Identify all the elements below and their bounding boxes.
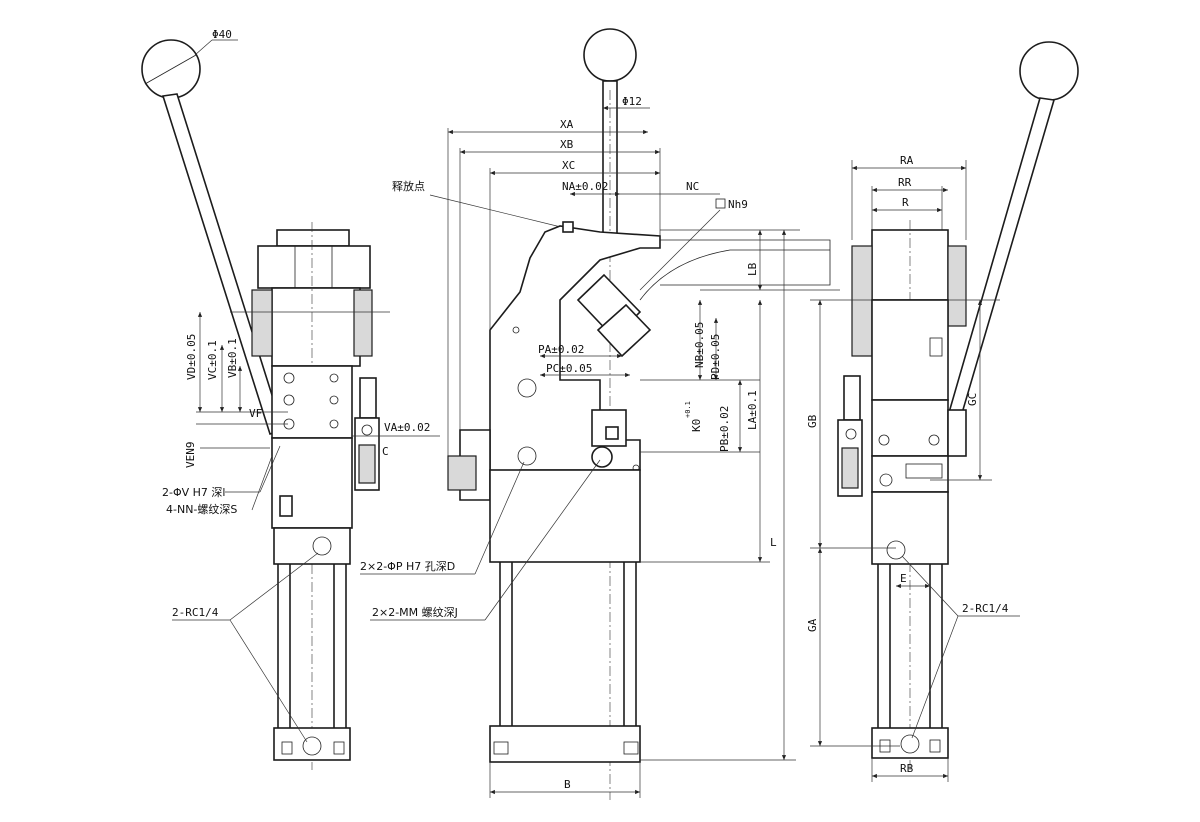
label-la: LA±0.1 [746, 390, 759, 430]
label-phi12: Φ12 [622, 95, 642, 108]
label-gb: GB [806, 414, 819, 428]
label-b: B [564, 778, 571, 791]
label-release-point: 释放点 [392, 179, 425, 193]
label-pc: PC±0.05 [546, 362, 592, 375]
right-side-view: RA RR R [806, 41, 1079, 782]
label-phiv: 2-ΦV H7 深l [162, 486, 225, 499]
label-pa: PA±0.02 [538, 343, 584, 356]
label-ra: RA [900, 154, 914, 167]
left-side-view: Φ40 [141, 28, 440, 770]
label-rc-right: 2-RC1/4 [962, 602, 1009, 615]
label-xb: XB [560, 138, 574, 151]
label-c: C [382, 445, 389, 458]
label-phip: 2×2-ΦP H7 孔深D [360, 560, 455, 573]
label-xa: XA [560, 118, 574, 131]
label-rr: RR [898, 176, 912, 189]
label-vd: VD±0.05 [185, 334, 198, 380]
center-front-view: Φ12 XA XB XC NA±0.02 NC 释放点 Nh9 [360, 28, 840, 800]
label-rc-left: 2-RC1/4 [172, 606, 219, 619]
label-nh9: Nh9 [728, 198, 748, 211]
label-vf: VF [249, 407, 262, 420]
label-nb: NB±0.05 [693, 322, 706, 368]
label-pd: PD±0.05 [709, 334, 722, 380]
label-k0-tol: +0.1 [684, 401, 692, 418]
label-na: NA±0.02 [562, 180, 608, 193]
label-ga: GA [806, 618, 819, 632]
handle-knob-right [1019, 41, 1079, 101]
label-mm: 2×2-MM 螺纹深J [372, 605, 458, 619]
label-k0: K0 [690, 419, 703, 432]
label-gc: GC [966, 393, 979, 406]
label-pb: PB±0.02 [718, 406, 731, 452]
label-nn: 4-NN-螺纹深S [166, 502, 237, 516]
label-va: VA±0.02 [384, 421, 430, 434]
label-lb: LB [746, 262, 759, 276]
label-l: L [770, 536, 777, 549]
label-ven9: VEN9 [184, 442, 197, 469]
label-vc: VC±0.1 [206, 340, 219, 380]
label-xc: XC [562, 159, 575, 172]
label-phi40: Φ40 [212, 28, 232, 41]
label-e: E [900, 572, 907, 585]
label-r: R [902, 196, 909, 209]
label-rb: RB [900, 762, 914, 775]
handle-knob-center [583, 28, 637, 82]
label-nc: NC [686, 180, 699, 193]
label-vb: VB±0.1 [226, 338, 239, 378]
